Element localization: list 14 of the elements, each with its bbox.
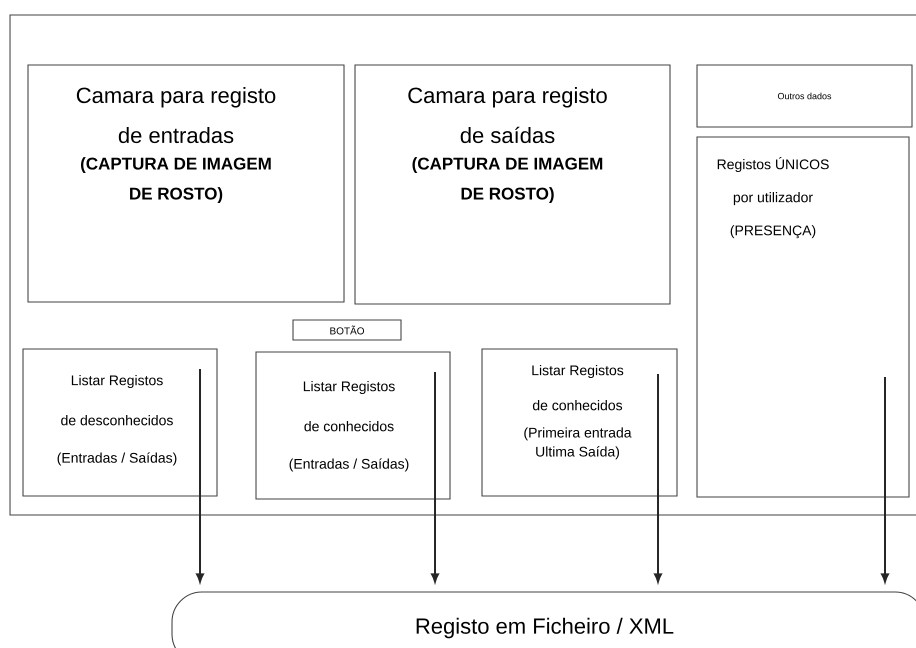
records-panel: Registos ÚNICOS por utilizador (PRESENÇA) xyxy=(696,136,910,498)
arrow xyxy=(196,369,204,582)
button: BOTÃO xyxy=(292,319,402,341)
camera-panel: Camara para registo de saídas (CAPTURA DE IMAGEM DE ROSTO) xyxy=(354,64,671,305)
list-panel: Listar Registos de conhecidos (Primeira entrada Ultima Saída) xyxy=(481,348,678,497)
list-panel: Listar Registos de desconhecidos (Entradas / Saídas) xyxy=(22,348,218,497)
data-panel: Outros dados xyxy=(696,64,913,128)
arrow xyxy=(654,374,662,582)
list-panel: Listar Registos de conhecidos (Entradas / Saídas) xyxy=(255,351,451,500)
arrow xyxy=(431,372,439,582)
camera-panel: Camara para registo de entradas (CAPTURA DE IMAGEM DE ROSTO) xyxy=(27,64,345,303)
file-output-terminal: Registo em Ficheiro / XML xyxy=(171,591,916,648)
screen-frame xyxy=(9,14,916,516)
arrow xyxy=(881,377,889,582)
